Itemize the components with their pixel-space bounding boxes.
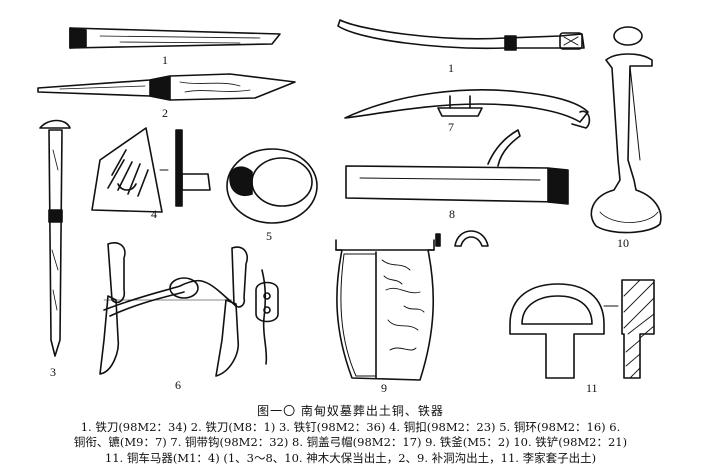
iron-knife-1-drawing [69, 27, 281, 49]
iron-knife-2-drawing [37, 73, 296, 101]
figure-caption: 图一〇 南甸奴墓葬出土铜、铁器 1. 铁刀(98M2：34) 2. 铁刀(M8：… [0, 404, 701, 466]
caption-line-1: 1. 铁刀(98M2：34) 2. 铁刀(M8：1) 3. 铁钉(98M2：36… [80, 419, 621, 434]
label-3: 3 [50, 365, 56, 379]
label-4: 4 [151, 207, 157, 221]
label-1-left: 1 [162, 53, 168, 67]
label-2: 2 [162, 106, 168, 120]
label-10: 10 [617, 236, 629, 250]
label-8: 8 [449, 207, 455, 221]
label-5: 5 [266, 229, 272, 243]
bronze-ring-5-drawing [226, 148, 318, 224]
label-7: 7 [448, 120, 454, 134]
label-11: 11 [586, 381, 598, 395]
iron-cauldron-9-drawing [335, 230, 489, 381]
caption-line-2: 铜衔、镳(M9：7) 7. 铜带钩(98M2：32) 8. 铜盖弓帽(98M2：… [73, 435, 628, 449]
belt-hook-7-drawing [344, 89, 591, 129]
artifact-figure: 1 2 1 7 3 4 5 8 10 6 9 11 [37, 19, 662, 395]
caption-line-3: 11. 铜车马器(M1：4) (1、3～8、10. 神木大保当出土，2、9. 补… [104, 450, 597, 465]
label-9: 9 [381, 381, 387, 395]
bronze-canopy-cap-8-drawing [345, 129, 569, 205]
bronze-chariot-fitting-11-drawing [509, 279, 655, 379]
iron-nail-3-drawing [39, 119, 71, 357]
iron-shovel-10-drawing [590, 26, 662, 234]
bronze-bit-6-drawing [99, 242, 279, 377]
label-6: 6 [175, 378, 181, 392]
label-1-right: 1 [448, 61, 454, 75]
bronze-button-4-drawing [91, 127, 211, 213]
belt-hook-1-drawing [337, 19, 585, 51]
caption-title: 图一〇 南甸奴墓葬出土铜、铁器 [257, 404, 444, 418]
